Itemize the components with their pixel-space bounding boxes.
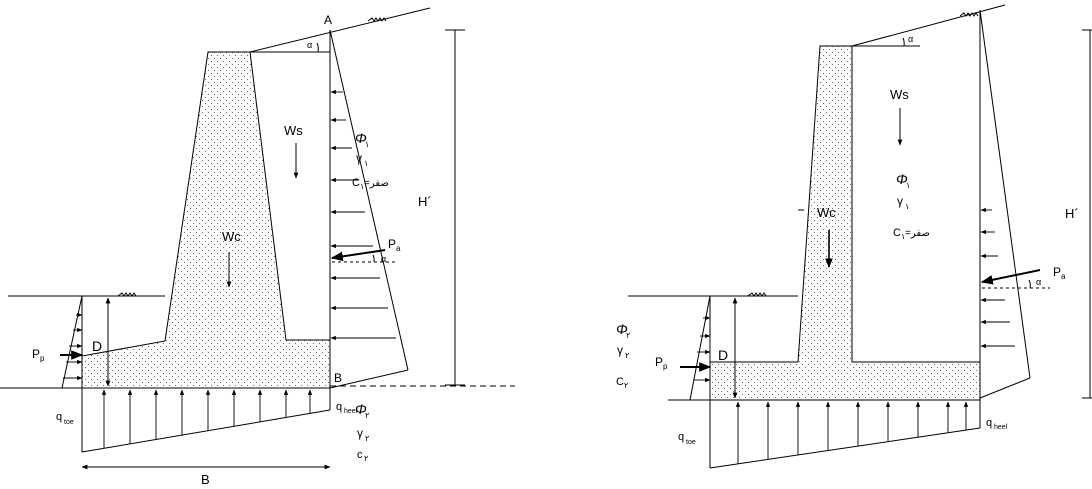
right-wall-concrete <box>709 45 981 401</box>
left-active-pressure-line <box>329 29 409 371</box>
left-label-phi2: Φ <box>355 401 367 417</box>
left-figure <box>0 7 515 470</box>
left-wall-concrete <box>81 51 331 389</box>
left-label-c1-sub: ١ <box>360 182 364 191</box>
left-label-wc: Wc <box>222 229 241 244</box>
right-label-pa-sub: a <box>1061 272 1066 281</box>
left-label-c2: c <box>357 449 363 461</box>
right-labels: α Ws Wc Φ ١ γ ١ C ١ =صفر H´ P a α Φ ٢ γ … <box>616 34 1079 446</box>
left-label-gamma1: γ <box>356 151 362 165</box>
left-label-d: D <box>92 338 102 354</box>
right-label-qheel-sub: heel <box>994 424 1008 431</box>
left-label-qheel: q <box>336 401 342 413</box>
left-label-c1-value: =صفر <box>364 178 389 189</box>
left-label-pp-sub: p <box>40 354 45 363</box>
left-label-qheel-sub: heel <box>344 408 358 415</box>
right-label-gamma2: γ <box>617 343 623 357</box>
right-label-pp: P <box>655 355 663 369</box>
right-label-wc: Wc <box>817 205 836 220</box>
left-label-c1: C <box>352 177 360 189</box>
left-label-pp: P <box>32 347 40 361</box>
left-label-pa: P <box>388 237 396 251</box>
right-label-c2-sub: ٢ <box>624 381 628 390</box>
right-label-phi2: Φ <box>616 321 628 337</box>
right-label-phi2-sub: ٢ <box>626 331 630 340</box>
right-label-phi1-sub: ١ <box>906 181 910 190</box>
left-label-alpha-mid: α <box>381 254 386 264</box>
left-label-phi1: Φ <box>355 130 367 146</box>
left-label-qtoe: q <box>56 411 62 423</box>
left-label-a: A <box>324 13 332 27</box>
left-labels: A B α Ws Wc Φ ١ γ ١ C ١ =صفر H´ P a α P … <box>32 13 432 487</box>
right-label-gamma1-sub: ١ <box>905 202 909 211</box>
right-label-c1-value: =صفر <box>905 228 930 239</box>
left-label-qtoe-sub: toe <box>64 419 74 426</box>
left-label-phi1-sub: ١ <box>365 140 369 149</box>
right-label-qtoe: q <box>678 431 684 443</box>
left-label-gamma1-sub: ١ <box>364 159 368 168</box>
left-label-ws: Ws <box>284 123 303 138</box>
right-label-ws: Ws <box>890 87 909 102</box>
right-label-phi1: Φ <box>896 171 908 187</box>
left-label-phi2-sub: ٢ <box>365 411 369 420</box>
right-label-alpha-top: α <box>908 34 913 44</box>
right-label-pa: P <box>1053 265 1061 279</box>
right-label-gamma2-sub: ٢ <box>625 351 629 360</box>
right-label-qheel: q <box>986 417 992 429</box>
right-label-qtoe-sub: toe <box>686 439 696 446</box>
left-label-gamma2: γ <box>357 426 363 440</box>
right-label-alpha-mid: α <box>1036 277 1041 287</box>
left-label-pa-sub: a <box>396 244 401 253</box>
left-label-c2-sub: ٢ <box>364 454 368 463</box>
left-label-alpha-top: α <box>307 40 312 50</box>
left-backfill-surface <box>249 7 431 53</box>
right-label-c1-sub: ١ <box>901 232 905 241</box>
right-label-pp-sub: p <box>663 362 668 371</box>
right-label-c1: C <box>893 227 901 239</box>
left-label-b: B <box>334 371 342 385</box>
right-label-gamma1: γ <box>897 194 903 208</box>
right-label-c2: C <box>616 376 624 388</box>
left-label-b-width: B <box>201 472 210 487</box>
right-label-d: D <box>718 347 728 363</box>
right-backfill-surface <box>851 4 1006 47</box>
left-label-gamma2-sub: ٢ <box>365 434 369 443</box>
left-label-height: H´ <box>418 194 432 209</box>
right-figure <box>628 4 1092 469</box>
right-label-height: H´ <box>1065 206 1079 221</box>
